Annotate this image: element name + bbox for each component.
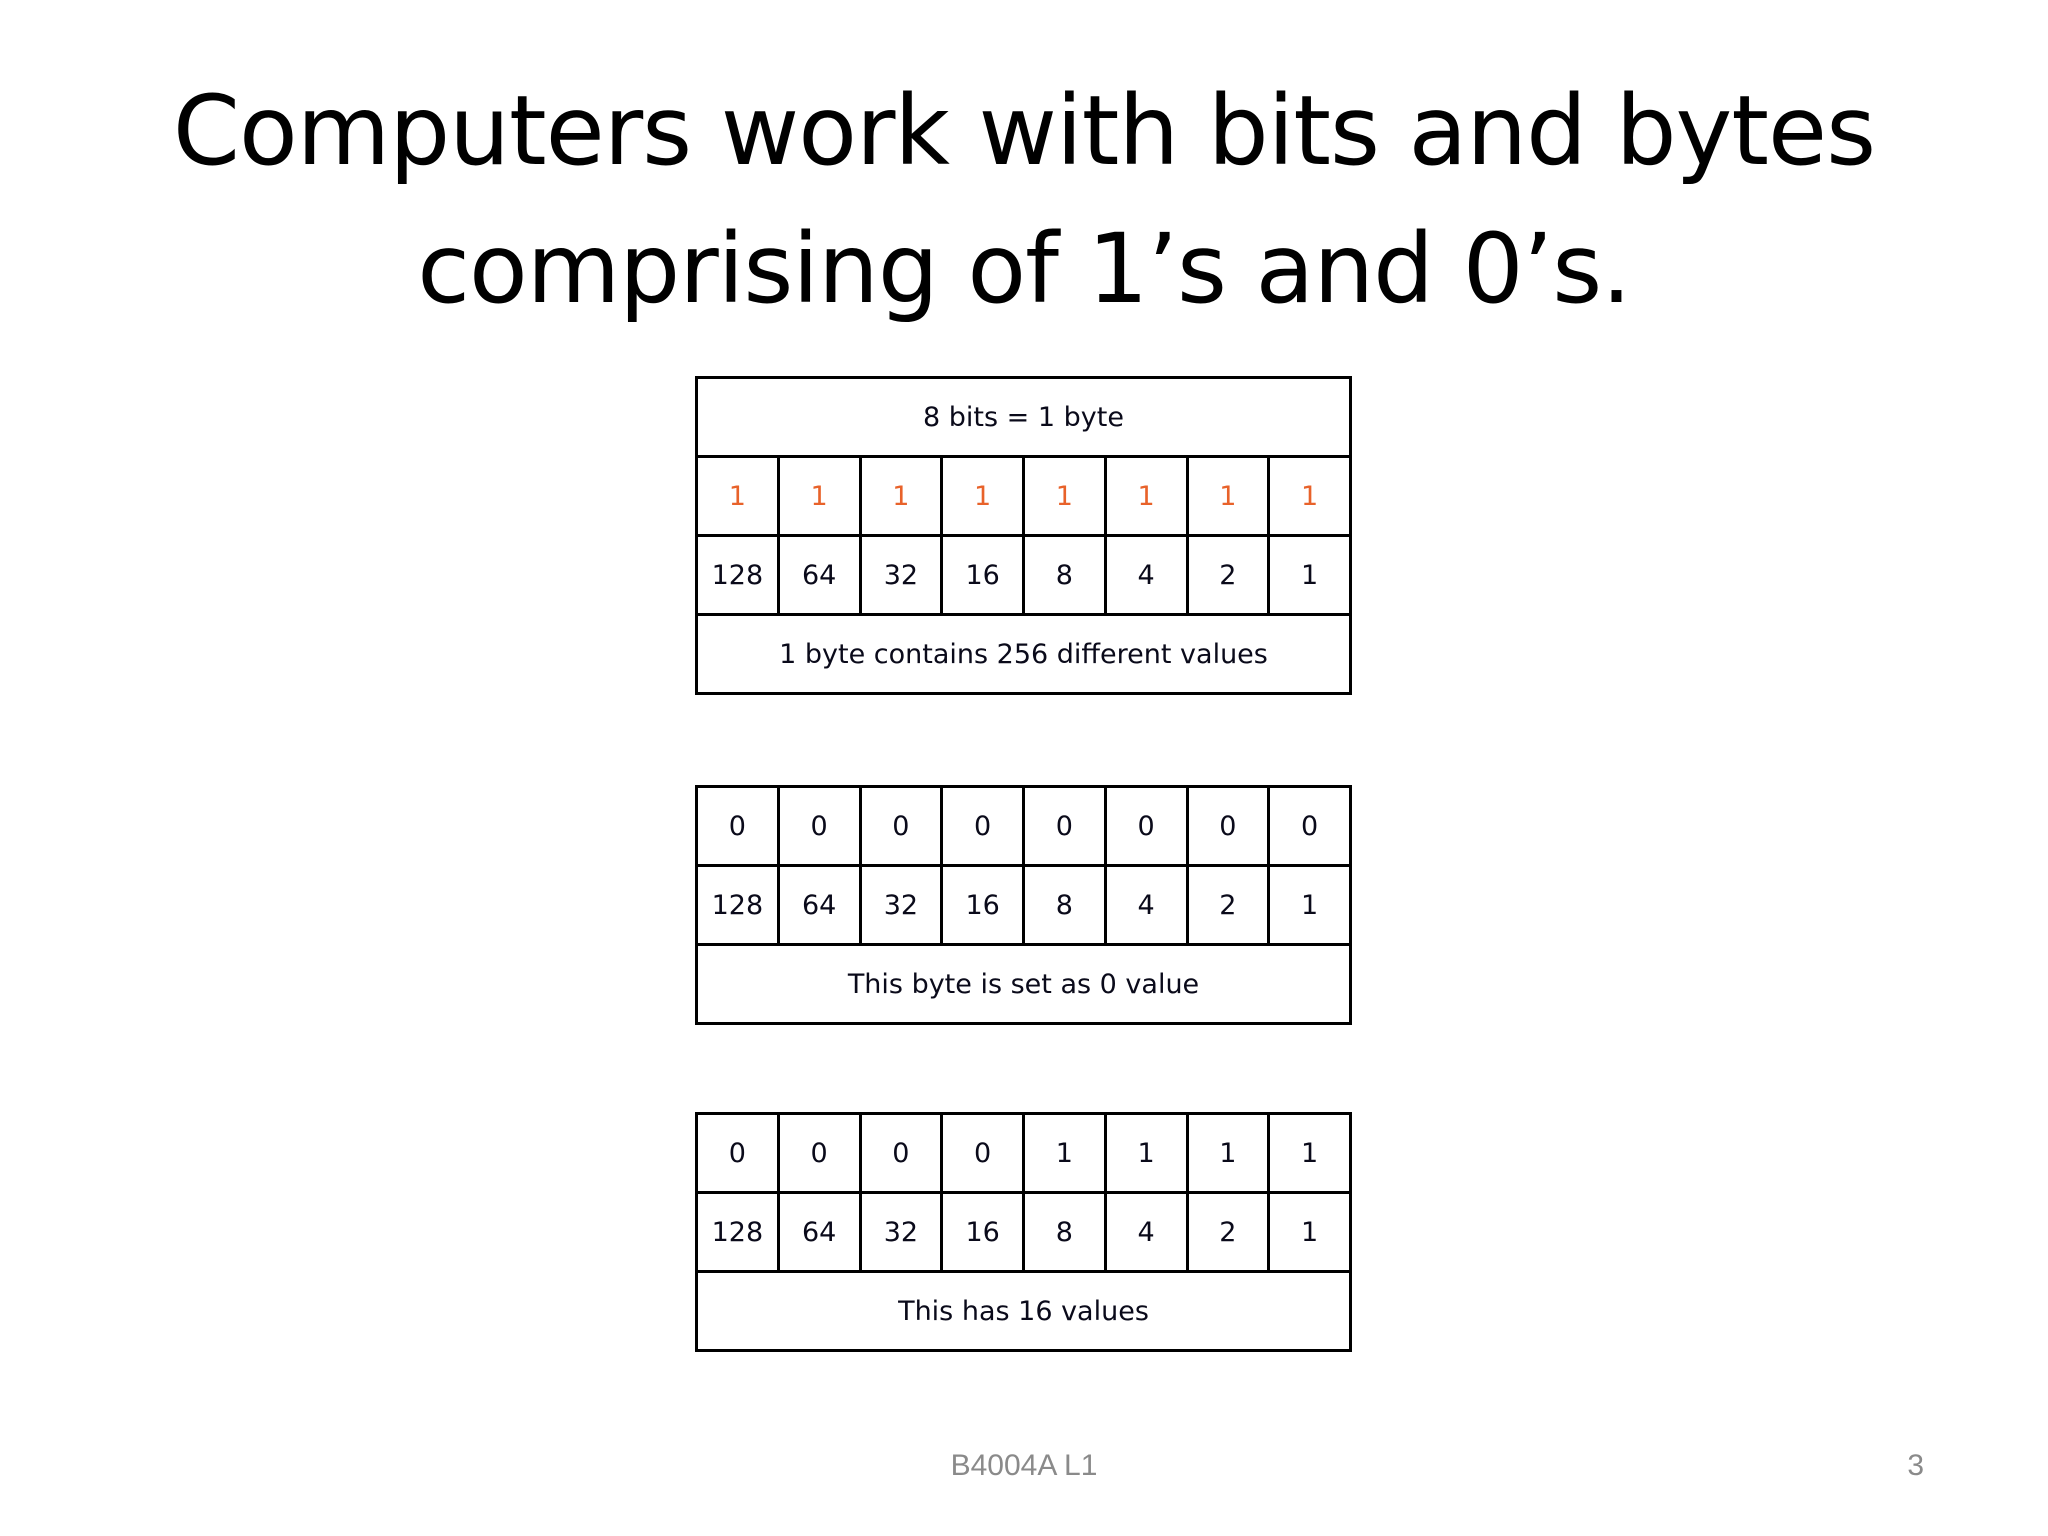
bit-cell: 0 [695,785,780,867]
bit-cell: 0 [1022,785,1107,867]
bit-cell: 1 [1267,1112,1352,1194]
bit-cell: 0 [940,785,1025,867]
place-value-cell: 128 [695,534,780,616]
bit-cell: 1 [695,455,780,537]
place-value-cell: 4 [1103,534,1189,616]
place-value-cell: 64 [776,1191,862,1273]
bit-cell: 1 [776,455,862,537]
bit-cell: 0 [940,1112,1025,1194]
bit-row: 0 0 0 0 0 0 0 0 [695,785,1352,867]
bit-cell: 0 [1185,785,1271,867]
place-value-cell: 2 [1185,864,1271,946]
place-value-cell: 32 [858,534,944,616]
slide-title: Computers work with bits and bytes compr… [0,62,2048,338]
place-value-cell: 1 [1267,864,1352,946]
bit-cell: 1 [1022,1112,1107,1194]
bit-cell: 0 [858,1112,944,1194]
slide-number: 3 [1907,1449,1924,1482]
bit-cell: 0 [1103,785,1189,867]
byte-table-sixteen: 0 0 0 0 1 1 1 1 128 64 32 16 8 4 2 1 Thi… [695,1112,1352,1352]
bit-cell: 1 [1022,455,1107,537]
place-value-cell: 16 [940,864,1025,946]
bit-cell: 1 [1103,455,1189,537]
bit-cell: 0 [776,785,862,867]
place-value-cell: 2 [1185,534,1271,616]
place-value-cell: 4 [1103,864,1189,946]
place-value-cell: 16 [940,1191,1025,1273]
place-value-cell: 128 [695,864,780,946]
title-line-2: comprising of 1’s and 0’s. [417,213,1632,325]
bit-row: 0 0 0 0 1 1 1 1 [695,1112,1352,1194]
place-value-cell: 8 [1022,534,1107,616]
bit-cell: 1 [1267,455,1352,537]
place-value-cell: 2 [1185,1191,1271,1273]
bit-cell: 0 [776,1112,862,1194]
bit-cell: 1 [858,455,944,537]
place-value-cell: 16 [940,534,1025,616]
place-value-cell: 1 [1267,1191,1352,1273]
place-value-cell: 64 [776,534,862,616]
table-caption: This has 16 values [695,1270,1352,1352]
place-value-row: 128 64 32 16 8 4 2 1 [695,534,1352,616]
bit-cell: 0 [695,1112,780,1194]
place-value-row: 128 64 32 16 8 4 2 1 [695,864,1352,946]
title-line-1: Computers work with bits and bytes [172,75,1876,187]
place-value-cell: 1 [1267,534,1352,616]
place-value-cell: 8 [1022,864,1107,946]
table-caption: This byte is set as 0 value [695,943,1352,1025]
caption-row: This byte is set as 0 value [695,943,1352,1025]
table-header: 8 bits = 1 byte [695,376,1352,458]
table-header-row: 8 bits = 1 byte [695,376,1352,458]
place-value-cell: 64 [776,864,862,946]
bit-cell: 1 [1103,1112,1189,1194]
place-value-cell: 32 [858,864,944,946]
bit-cell: 1 [1185,455,1271,537]
place-value-row: 128 64 32 16 8 4 2 1 [695,1191,1352,1273]
bit-cell: 0 [858,785,944,867]
table-caption: 1 byte contains 256 different values [695,613,1352,695]
bit-row: 1 1 1 1 1 1 1 1 [695,455,1352,537]
footer-course-code: B4004A L1 [950,1449,1098,1482]
place-value-cell: 8 [1022,1191,1107,1273]
bit-cell: 1 [1185,1112,1271,1194]
bit-cell: 0 [1267,785,1352,867]
place-value-cell: 32 [858,1191,944,1273]
place-value-cell: 128 [695,1191,780,1273]
caption-row: This has 16 values [695,1270,1352,1352]
place-value-cell: 4 [1103,1191,1189,1273]
bit-cell: 1 [940,455,1025,537]
caption-row: 1 byte contains 256 different values [695,613,1352,695]
byte-table-all-ones: 8 bits = 1 byte 1 1 1 1 1 1 1 1 128 64 3… [695,376,1352,695]
byte-table-all-zeros: 0 0 0 0 0 0 0 0 128 64 32 16 8 4 2 1 Thi… [695,785,1352,1025]
